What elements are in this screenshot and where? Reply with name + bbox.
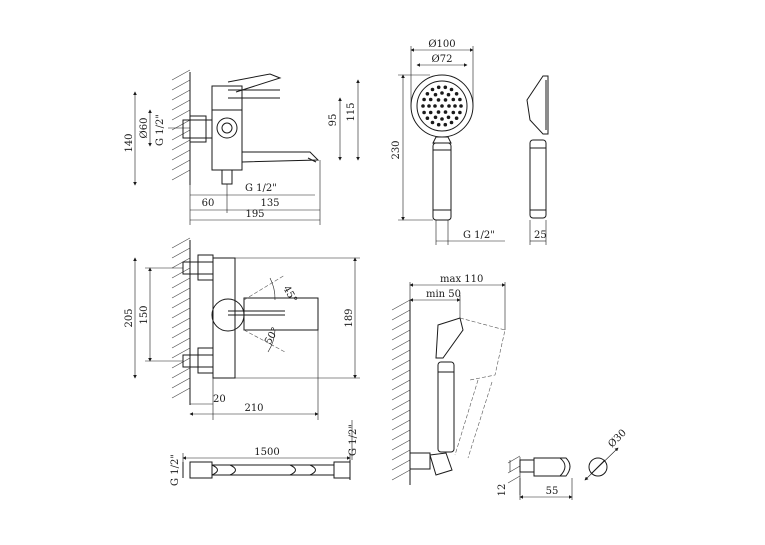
nozzle-dot [458, 97, 462, 102]
dim-thread-bottom: G 1/2" [245, 183, 277, 194]
dim-angle-45: 45° [280, 284, 298, 305]
nozzle-dot [443, 122, 448, 127]
dim-195: 195 [245, 209, 264, 220]
nozzle-dot [430, 120, 435, 125]
nozzle-dot [449, 87, 454, 92]
nozzle-dot [428, 110, 433, 115]
nozzle-dot [446, 115, 451, 120]
nozzle-dot [443, 98, 448, 102]
hand-shower-front-view: Ø100 Ø72 230 G 1/2" [391, 39, 505, 245]
dim-55: 55 [546, 486, 559, 497]
wall-hatch-2 [171, 237, 191, 405]
dim-1500: 1500 [254, 447, 279, 458]
nozzle-dot [436, 85, 441, 90]
nozzle-dot [447, 104, 451, 108]
dim-angle-50: 50° [263, 326, 281, 347]
mixer-side-view: 140 Ø60 G 1/2" G 1/2" 60 135 195 95 115 [124, 69, 360, 225]
nozzle-dot [425, 116, 430, 120]
nozzle-dot [430, 87, 435, 92]
dim-135: 135 [260, 198, 279, 209]
mixer-top-view: 45° 50° 205 150 189 20 210 [124, 237, 360, 420]
dim-diam-100: Ø100 [428, 39, 455, 50]
dim-max-110: max 110 [440, 274, 483, 285]
nozzle-dot [422, 97, 426, 102]
nozzle-dot [433, 115, 438, 120]
nozzle-dot [458, 110, 462, 115]
nozzle-dot [451, 110, 456, 115]
nozzle-dot [440, 104, 444, 108]
dim-diam-72: Ø72 [432, 54, 453, 65]
nozzle-dot [428, 97, 433, 102]
nozzle-dot [454, 92, 459, 96]
hose-thread-right: G 1/2" [348, 424, 359, 456]
nozzle-dot [446, 92, 451, 97]
dim-25: 25 [534, 230, 547, 241]
nozzle-dot [422, 110, 426, 115]
dim-95: 95 [328, 114, 339, 127]
dim-min-50: min 50 [426, 289, 461, 300]
nozzle-dot [453, 104, 457, 108]
hand-shower-side-view: 25 [526, 75, 549, 245]
nozzle-dot [433, 92, 438, 97]
dim-diam-30: Ø30 [606, 428, 629, 451]
nozzle-dot [451, 97, 456, 102]
nozzle-dot [443, 110, 448, 114]
dim-diam-60: Ø60 [139, 118, 150, 139]
nozzle-dot [425, 92, 430, 96]
dim-150: 150 [139, 305, 150, 324]
wall-holder-view: 55 12 Ø30 [497, 428, 629, 500]
dim-205: 205 [124, 308, 135, 327]
hose-view: 1500 G 1/2" G 1/2" [170, 420, 359, 486]
nozzle-dot [454, 116, 459, 120]
nozzle-dot [427, 104, 431, 108]
nozzle-dot [436, 98, 441, 102]
nozzle-dot [421, 104, 425, 108]
hose-thread-left: G 1/2" [170, 454, 181, 486]
nozzle-dot [443, 85, 448, 90]
nozzle-dot [436, 122, 441, 127]
nozzle-dot [459, 104, 463, 108]
dim-210: 210 [244, 403, 263, 414]
wall-hatch [171, 69, 191, 185]
dim-115: 115 [346, 102, 357, 121]
holder-adjust-view: max 110 min 50 [391, 274, 506, 485]
nozzle-dot [440, 117, 444, 121]
dim-230: 230 [391, 140, 402, 159]
dim-189: 189 [344, 308, 355, 327]
dim-thread-shower: G 1/2" [463, 230, 495, 241]
dim-60: 60 [202, 198, 215, 209]
nozzle-dot [436, 110, 441, 114]
shower-nozzles [421, 85, 463, 127]
wall-hatch-3 [391, 299, 411, 485]
dim-thread-left: G 1/2" [155, 114, 166, 146]
dim-140: 140 [124, 133, 135, 152]
nozzle-dot [433, 104, 437, 108]
dim-12: 12 [497, 484, 508, 497]
nozzle-dot [449, 120, 454, 125]
dim-20: 20 [213, 394, 226, 405]
nozzle-dot [440, 91, 444, 95]
